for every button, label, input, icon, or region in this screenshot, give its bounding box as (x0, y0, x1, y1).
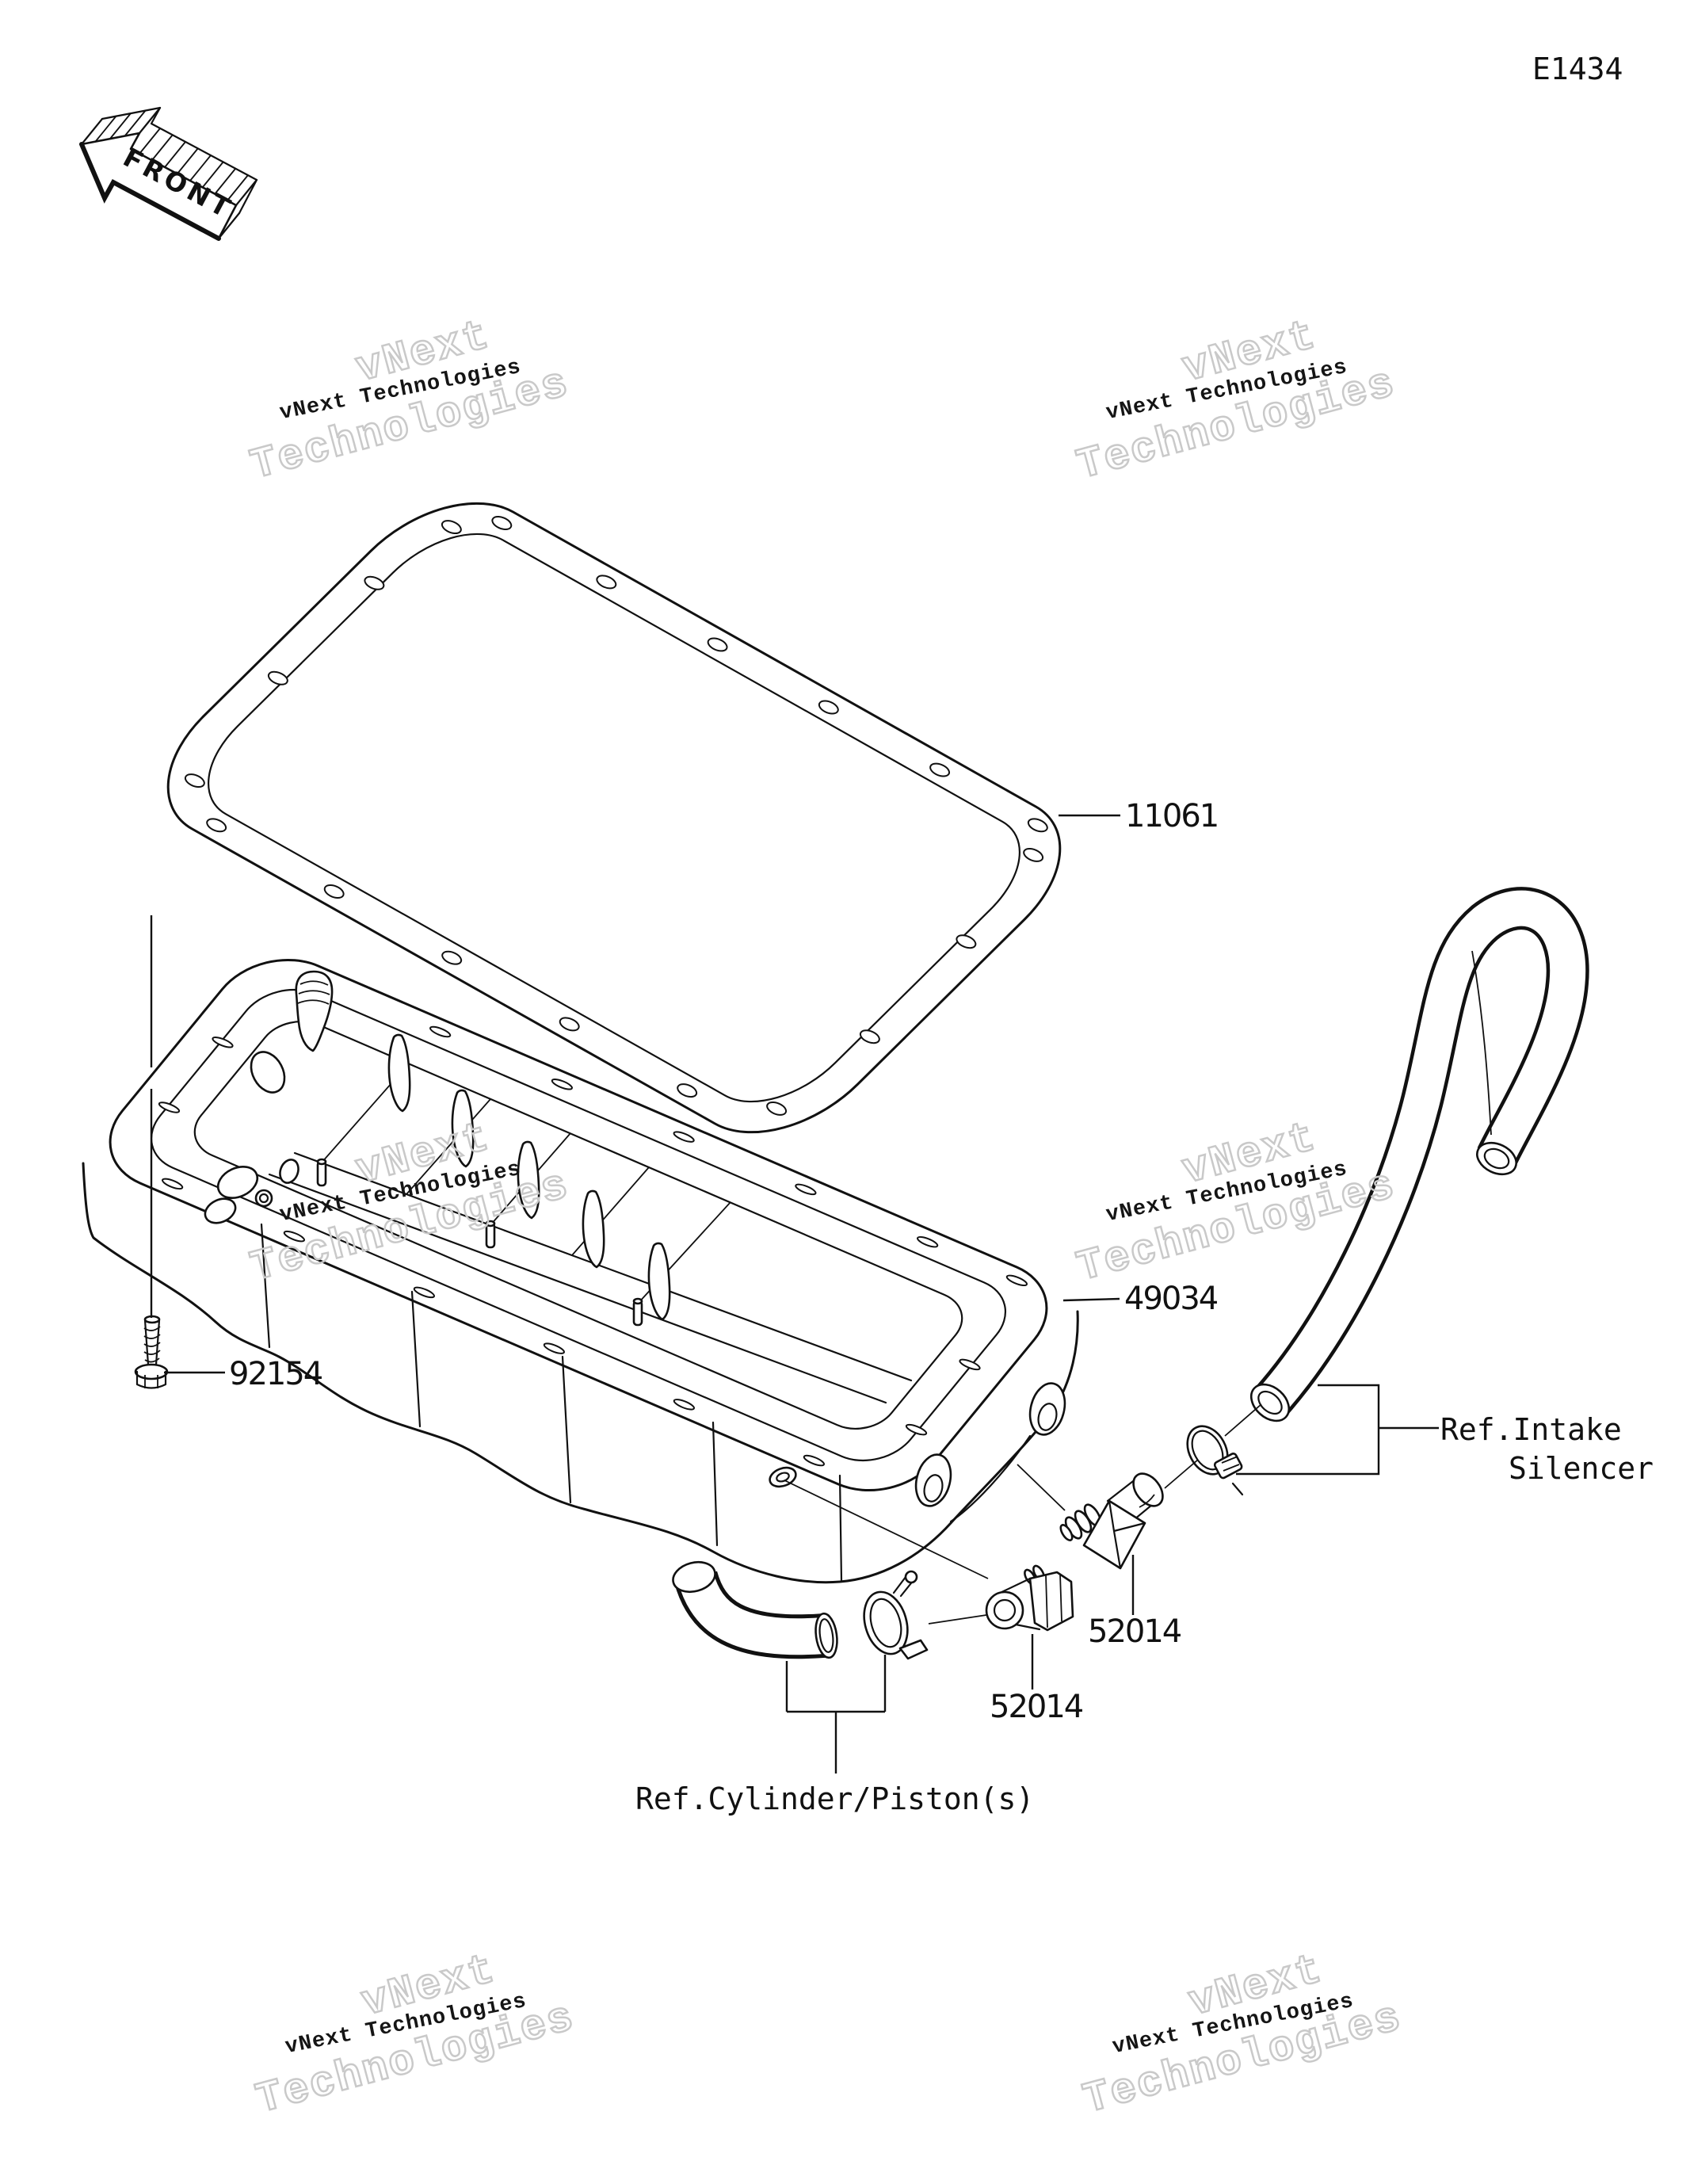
drawing-code: E1434 (1532, 52, 1623, 86)
ref-cylinder-piston: Ref.Cylinder/Piston(s) (635, 1781, 1034, 1816)
joint-fitting-52014 (985, 1564, 1074, 1632)
ref-intake-line1: Ref.Intake (1440, 1412, 1622, 1447)
pan-dome (295, 970, 334, 1052)
cylinder-hose (672, 1560, 838, 1659)
pan-lugs (769, 1382, 1066, 1507)
watermark-bottom-right: vNext Technologies vNext Technologies (1078, 1945, 1408, 2126)
intake-hose (1249, 887, 1589, 1422)
pan-pickup (204, 1159, 299, 1224)
oil-pan-49034 (83, 941, 1078, 1583)
elbow-fitting-52014 (1059, 1472, 1164, 1570)
front-arrow: FRONT (79, 106, 258, 241)
part-label-49034: 49034 (1124, 1281, 1218, 1317)
pan-wall-ribs (260, 1223, 843, 1583)
gasket-bolt-holes (148, 491, 1080, 1146)
watermark-top-right: vNext Technologies vNext Technologies (1071, 311, 1402, 492)
part-label-92154: 92154 (229, 1356, 322, 1392)
part-label-52014-elbow: 52014 (1088, 1613, 1181, 1650)
ref-intake-line2: Silencer (1509, 1451, 1654, 1486)
worm-clamp (1186, 1425, 1244, 1496)
leader-lines (150, 814, 1439, 1774)
pan-bolt-holes (112, 958, 1045, 1491)
watermark-mid-left: vNext Technologies vNext Technologies (245, 1113, 575, 1294)
assembly-axis-lines (784, 1403, 1262, 1625)
gasket-11061 (127, 475, 1101, 1161)
watermark-bottom-left: vNext Technologies vNext Technologies (250, 1945, 581, 2126)
part-label-52014-joint: 52014 (990, 1689, 1083, 1725)
front-arrow-hatching (95, 109, 249, 201)
spring-clamp (863, 1570, 929, 1660)
pan-wall (82, 1162, 1079, 1584)
part-label-11061: 11061 (1125, 798, 1218, 834)
bolt-92154 (134, 1315, 169, 1389)
watermark-top-left: vNext Technologies vNext Technologies (245, 311, 575, 492)
